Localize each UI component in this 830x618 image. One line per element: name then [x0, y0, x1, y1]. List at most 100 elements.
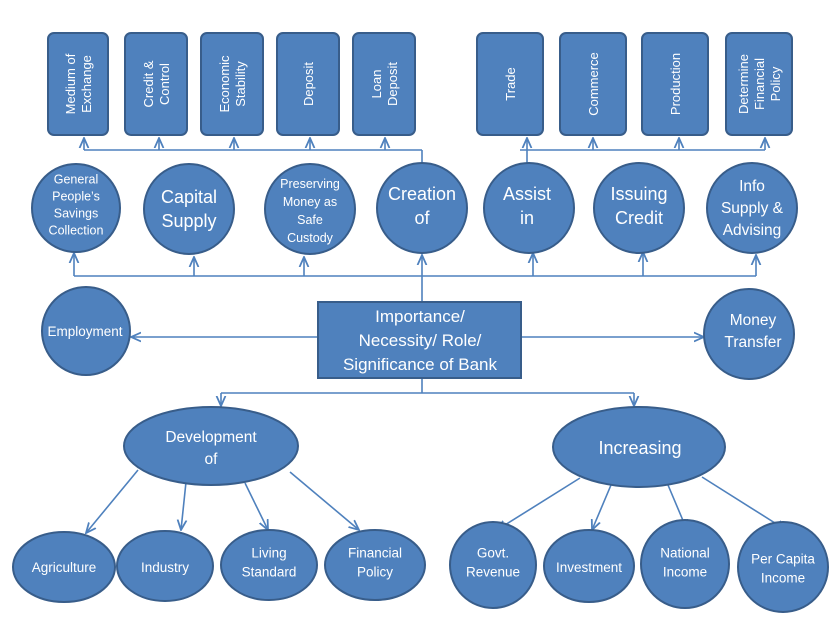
connector-arrow	[592, 484, 612, 530]
label-line: Industry	[141, 560, 189, 575]
label-line: Trade	[503, 67, 518, 100]
ellipse-text: Increasing	[598, 438, 681, 458]
label-line: National	[660, 545, 710, 560]
label-line: Income	[761, 570, 805, 585]
label-line: General	[54, 173, 98, 187]
label-line: Info	[739, 178, 765, 195]
label-line: Financial	[348, 545, 402, 560]
circle-investment: Investment	[543, 529, 635, 603]
label-line: Commerce	[586, 52, 601, 116]
label-line: Production	[668, 53, 683, 115]
central-node-text: Importance/Necessity/ Role/Significance …	[343, 307, 498, 374]
label-line: Policy	[357, 564, 393, 579]
top-box-trade: Trade	[476, 32, 544, 136]
label-line: Control	[157, 63, 172, 105]
circle-text: Industry	[141, 560, 189, 575]
top-box-text: Deposit	[301, 62, 316, 106]
label-line: Economic	[217, 55, 232, 113]
connector-arrow	[497, 477, 581, 530]
label-line: Supply	[161, 211, 216, 231]
label-line: Assist	[503, 184, 551, 204]
label-line: Preserving	[280, 177, 340, 191]
top-box-text: Medium ofExchange	[63, 53, 94, 114]
circle-text: Employment	[47, 324, 122, 339]
label-line: Issuing	[610, 184, 667, 204]
label-line: in	[520, 208, 534, 228]
top-box-determine-financial-policy: DetermineFinancialPolicy	[725, 32, 793, 136]
top-box-text: Trade	[503, 67, 518, 100]
label-line: People’s	[52, 190, 100, 204]
top-box-text: Credit &Control	[141, 60, 172, 107]
label-line: Importance/	[375, 307, 465, 326]
circle-employment: Employment	[41, 286, 131, 376]
top-box-text: DetermineFinancialPolicy	[736, 54, 783, 114]
label-line: Agriculture	[32, 560, 97, 575]
connector-arrow	[701, 476, 786, 530]
label-line: Determine	[736, 54, 751, 114]
label-line: Exchange	[79, 55, 94, 113]
label-line: Savings	[54, 207, 98, 221]
label-line: Advising	[723, 222, 782, 239]
label-line: Standard	[242, 564, 297, 579]
top-box-text: EconomicStability	[217, 55, 248, 113]
circle-agriculture: Agriculture	[12, 531, 116, 603]
label-line: Per Capita	[751, 551, 815, 566]
label-line: Money as	[283, 195, 337, 209]
ellipse-increasing: Increasing	[552, 406, 726, 488]
top-box-loan-deposit: LoanDeposit	[352, 32, 416, 136]
label-line: Income	[663, 564, 707, 579]
connector-arrow	[86, 469, 139, 533]
label-line: Money	[730, 312, 777, 329]
top-box-medium-of-exchange: Medium ofExchange	[47, 32, 109, 136]
circle-industry: Industry	[116, 530, 214, 602]
label-line: Investment	[556, 560, 622, 575]
label-line: Stability	[233, 61, 248, 107]
label-line: Deposit	[385, 62, 400, 106]
label-line: Revenue	[466, 564, 520, 579]
label-line: Transfer	[724, 334, 781, 351]
label-line: Living	[251, 545, 286, 560]
label-line: Govt.	[477, 545, 509, 560]
label-line: Creation	[388, 184, 456, 204]
label-line: Financial	[752, 58, 767, 110]
label-line: Credit	[615, 208, 663, 228]
label-line: Credit &	[141, 60, 156, 107]
top-box-economic-stability: EconomicStability	[200, 32, 264, 136]
connectors	[74, 138, 786, 533]
circle-text: Assist in	[503, 184, 551, 228]
label-line: Necessity/ Role/	[359, 331, 482, 350]
top-box-deposit: Deposit	[276, 32, 340, 136]
connector-arrow	[181, 481, 186, 530]
top-box-production: Production	[641, 32, 709, 136]
circle-govt-revenue: Govt. Revenue	[449, 521, 537, 609]
top-box-credit-control: Credit &Control	[124, 32, 188, 136]
label-line: Increasing	[598, 438, 681, 458]
circle-text: Govt. Revenue	[466, 545, 520, 579]
label-line: Significance of Bank	[343, 355, 498, 374]
top-box-text: Production	[668, 53, 683, 115]
central-node-importance-of-bank: Importance/Necessity/ Role/Significance …	[317, 301, 522, 379]
connector-arrow	[244, 482, 268, 530]
label-line: Safe	[297, 213, 323, 227]
circle-text: Agriculture	[32, 560, 97, 575]
